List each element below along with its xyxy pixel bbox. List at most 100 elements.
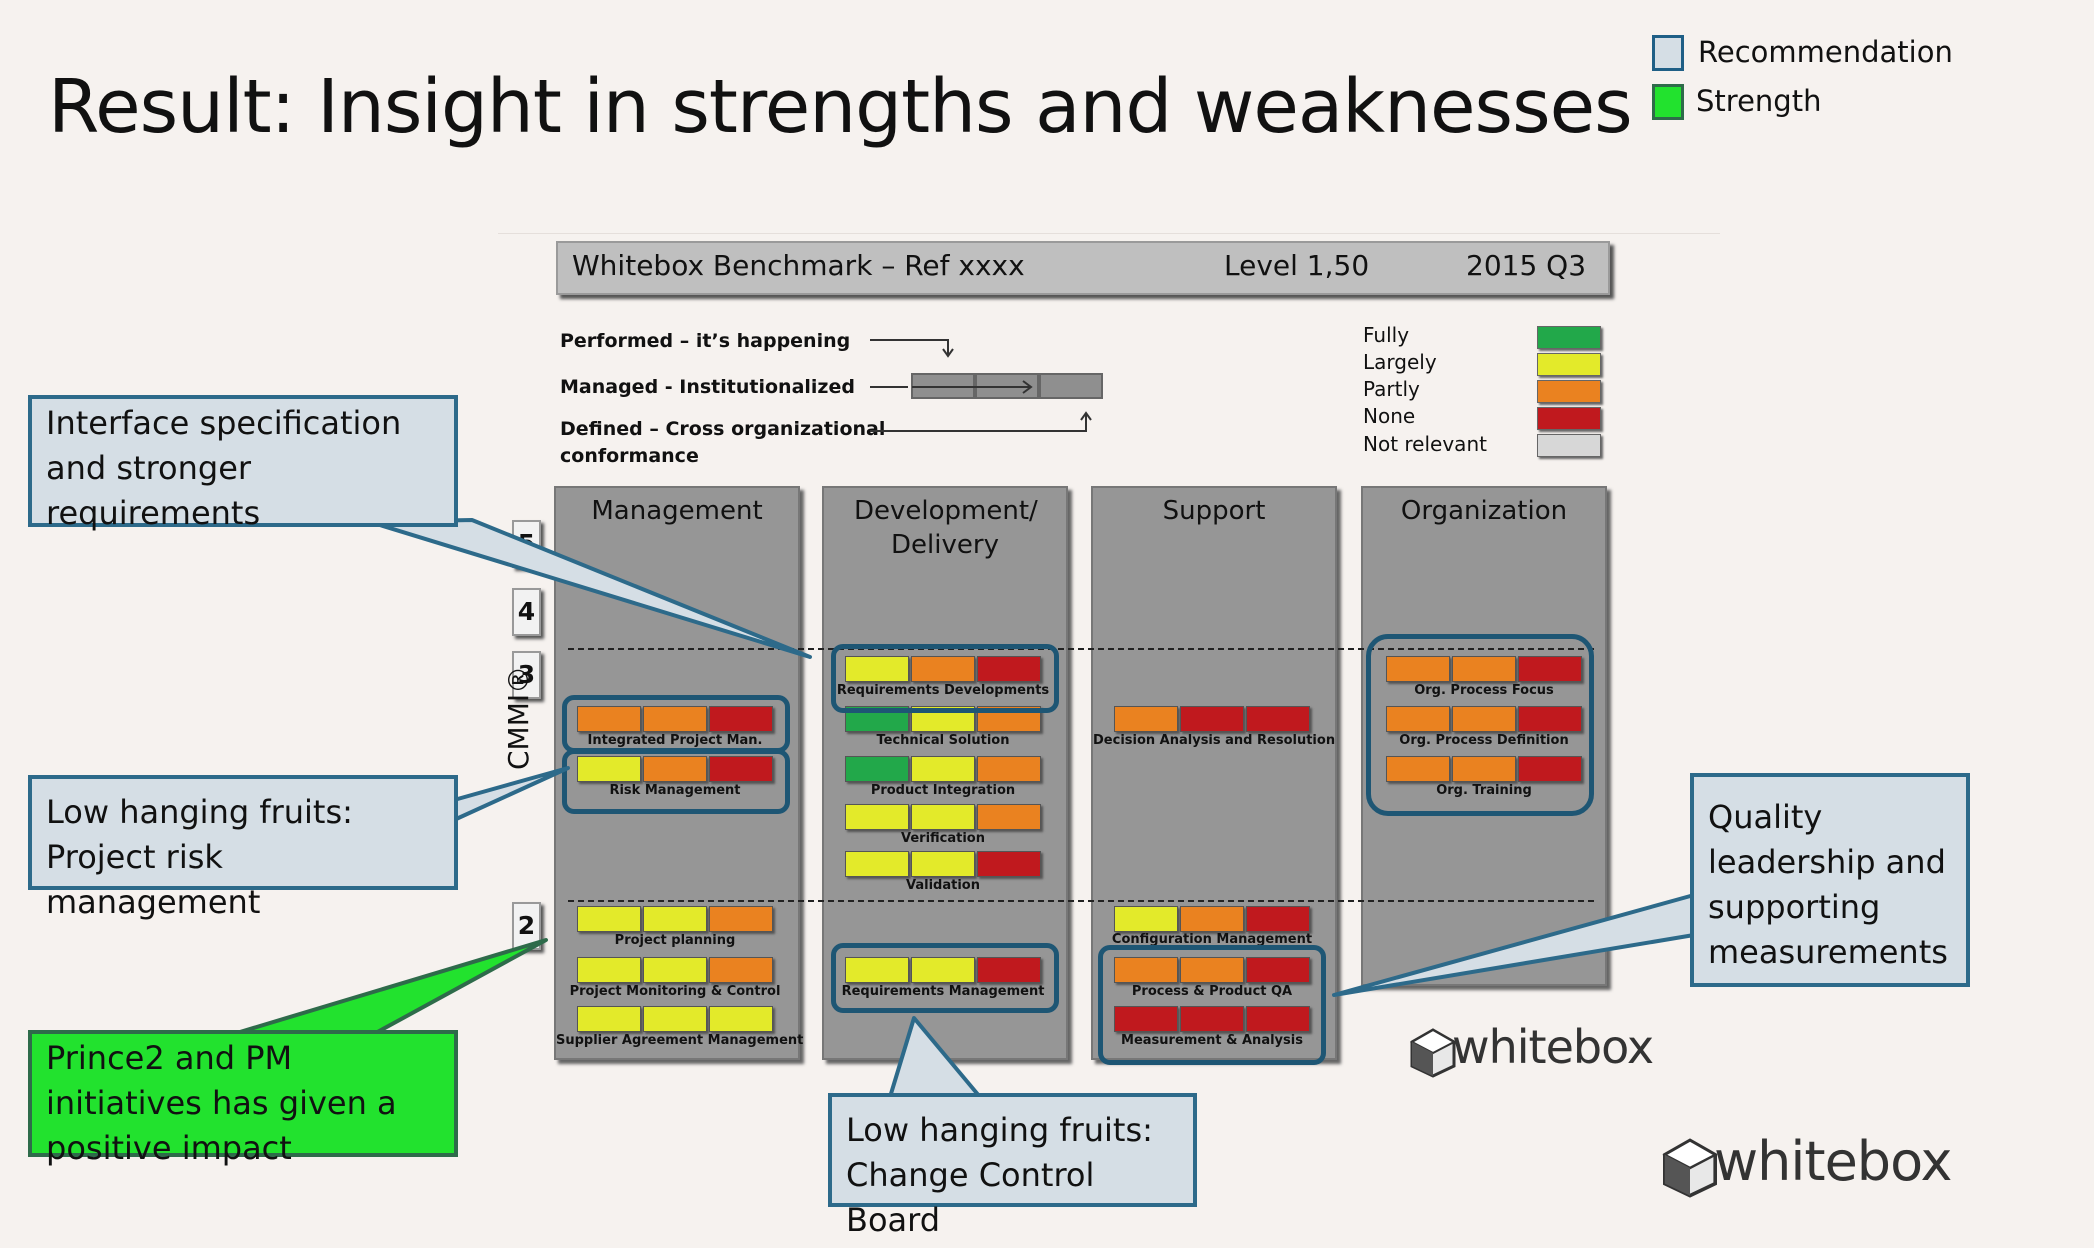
process-area-label: Project Monitoring & Control (569, 984, 781, 999)
maturity-label-largely: Largely (1363, 350, 1437, 374)
highlight-risk-management (562, 749, 790, 814)
key-defined-line1: Defined – Cross organizational (560, 418, 886, 440)
callout-quality-leadership: Quality leadership and supporting measur… (1690, 773, 1970, 987)
level-2-divider (568, 900, 1594, 902)
rating-cell (1246, 1006, 1310, 1032)
rating-cell (643, 957, 707, 983)
rating-cell (577, 706, 641, 732)
level-3-divider (568, 648, 1594, 650)
highlight-qa-measurement (1098, 945, 1326, 1065)
rating-cell (845, 804, 909, 830)
process-area-label: Validation (906, 878, 980, 893)
rating-cell (1180, 957, 1244, 983)
process-area-label: Verification (900, 831, 985, 846)
process-area-org-training: Org. Training (1377, 756, 1591, 798)
maturity-swatch-partly (1537, 380, 1601, 403)
rating-cell (1114, 957, 1178, 983)
divider-line (498, 233, 1720, 234)
cube-icon (1662, 1138, 1718, 1198)
rating-cell (977, 756, 1041, 782)
process-area-requirements-development: Requirements Developments (834, 656, 1052, 698)
process-area-org-process-focus: Org. Process Focus (1377, 656, 1591, 698)
rating-cell (709, 957, 773, 983)
rating-cell (1114, 706, 1178, 732)
rating-cell (709, 706, 773, 732)
process-area-integrated-project: Integrated Project Man. (568, 706, 782, 748)
rating-cell (1518, 656, 1582, 682)
maturity-label-not-relevant: Not relevant (1363, 432, 1487, 456)
rating-cell (643, 706, 707, 732)
column-organization: Organization (1361, 486, 1607, 986)
process-area-label: Integrated Project Man. (587, 733, 763, 748)
rating-cell (577, 1006, 641, 1032)
rating-cell (1246, 706, 1310, 732)
rating-cell (1518, 756, 1582, 782)
rating-cell (911, 851, 975, 877)
benchmark-name: Whitebox Benchmark – Ref xxxx (572, 249, 1025, 282)
legend-swatch-strength (1652, 84, 1684, 120)
rating-cell (1180, 1006, 1244, 1032)
process-area-label: Measurement & Analysis (1121, 1033, 1303, 1048)
key-arrows (870, 339, 1103, 432)
key-performed: Performed – it’s happening (560, 330, 851, 352)
level-marker-3: 3 (512, 651, 541, 699)
process-area-project-monitoring: Project Monitoring & Control (568, 957, 782, 999)
column-title-development: Development/ Delivery (854, 496, 1038, 560)
legend-label-recommendation: Recommendation (1698, 35, 1953, 69)
column-title-support: Support (1162, 496, 1266, 526)
rating-cell (845, 656, 909, 682)
rating-cell (845, 756, 909, 782)
rating-cell (643, 756, 707, 782)
process-area-label: Requirements Developments (836, 683, 1050, 698)
callout-project-risk: Low hanging fruits: Project risk managem… (28, 775, 458, 921)
callout-change-control-board: Low hanging fruits: Change Control Board (828, 1093, 1197, 1239)
rating-cell (977, 804, 1041, 830)
callout-interface-specification: Interface specification and stronger req… (28, 395, 458, 532)
process-area-supplier-agreement: Supplier Agreement Management (556, 1006, 803, 1048)
rating-cell (977, 957, 1041, 983)
rating-cell (643, 1006, 707, 1032)
rating-cell (911, 957, 975, 983)
rating-cell (1114, 906, 1178, 932)
rating-cell (1180, 706, 1244, 732)
legend-swatch-recommendation (1652, 35, 1684, 71)
process-area-configuration-management: Configuration Management (1105, 906, 1319, 945)
benchmark-header: Whitebox Benchmark – Ref xxxx Level 1,50… (556, 241, 1610, 295)
process-area-project-planning: Project planning (568, 906, 782, 948)
maturity-swatch-not-relevant (1537, 434, 1601, 457)
rating-cell (709, 906, 773, 932)
logo-text: whitebox (1452, 1020, 1654, 1074)
rating-cell (577, 756, 641, 782)
rating-cell (911, 656, 975, 682)
process-area-label: Org. Training (1436, 783, 1532, 798)
process-area-decision-analysis: Decision Analysis and Resolution (1093, 706, 1335, 748)
rating-cell (845, 957, 909, 983)
maturity-swatch-none (1537, 407, 1601, 430)
process-area-label: Org. Process Definition (1399, 733, 1569, 748)
process-area-label: Org. Process Focus (1414, 683, 1554, 698)
process-area-risk-management: Risk Management (568, 756, 782, 798)
key-managed: Managed - Institutionalized (560, 376, 855, 398)
process-area-validation: Validation (836, 851, 1050, 893)
rating-cell (977, 656, 1041, 682)
level-marker-4: 4 (512, 588, 541, 636)
rating-cell (1246, 906, 1310, 932)
process-area-label: Product Integration (870, 783, 1016, 798)
column-title-organization: Organization (1400, 496, 1568, 526)
process-area-label: Requirements Management (841, 984, 1045, 999)
rating-cell (577, 906, 641, 932)
highlight-organization (1366, 634, 1594, 816)
process-area-measurement-analysis: Measurement & Analysis (1105, 1006, 1319, 1048)
rating-cell (1246, 957, 1310, 983)
process-area-label: Project planning (614, 933, 736, 948)
rating-cell (911, 756, 975, 782)
highlight-requirements-development (831, 644, 1059, 713)
process-area-product-integration: Product Integration (836, 756, 1050, 798)
maturity-swatch-fully (1537, 326, 1601, 349)
process-area-label: Risk Management (609, 783, 741, 798)
rating-cell (1452, 756, 1516, 782)
rating-cell (1518, 706, 1582, 732)
maturity-swatch-largely (1537, 353, 1601, 376)
process-area-requirements-management: Requirements Management (836, 957, 1050, 999)
benchmark-level: Level 1,50 (1224, 249, 1370, 282)
